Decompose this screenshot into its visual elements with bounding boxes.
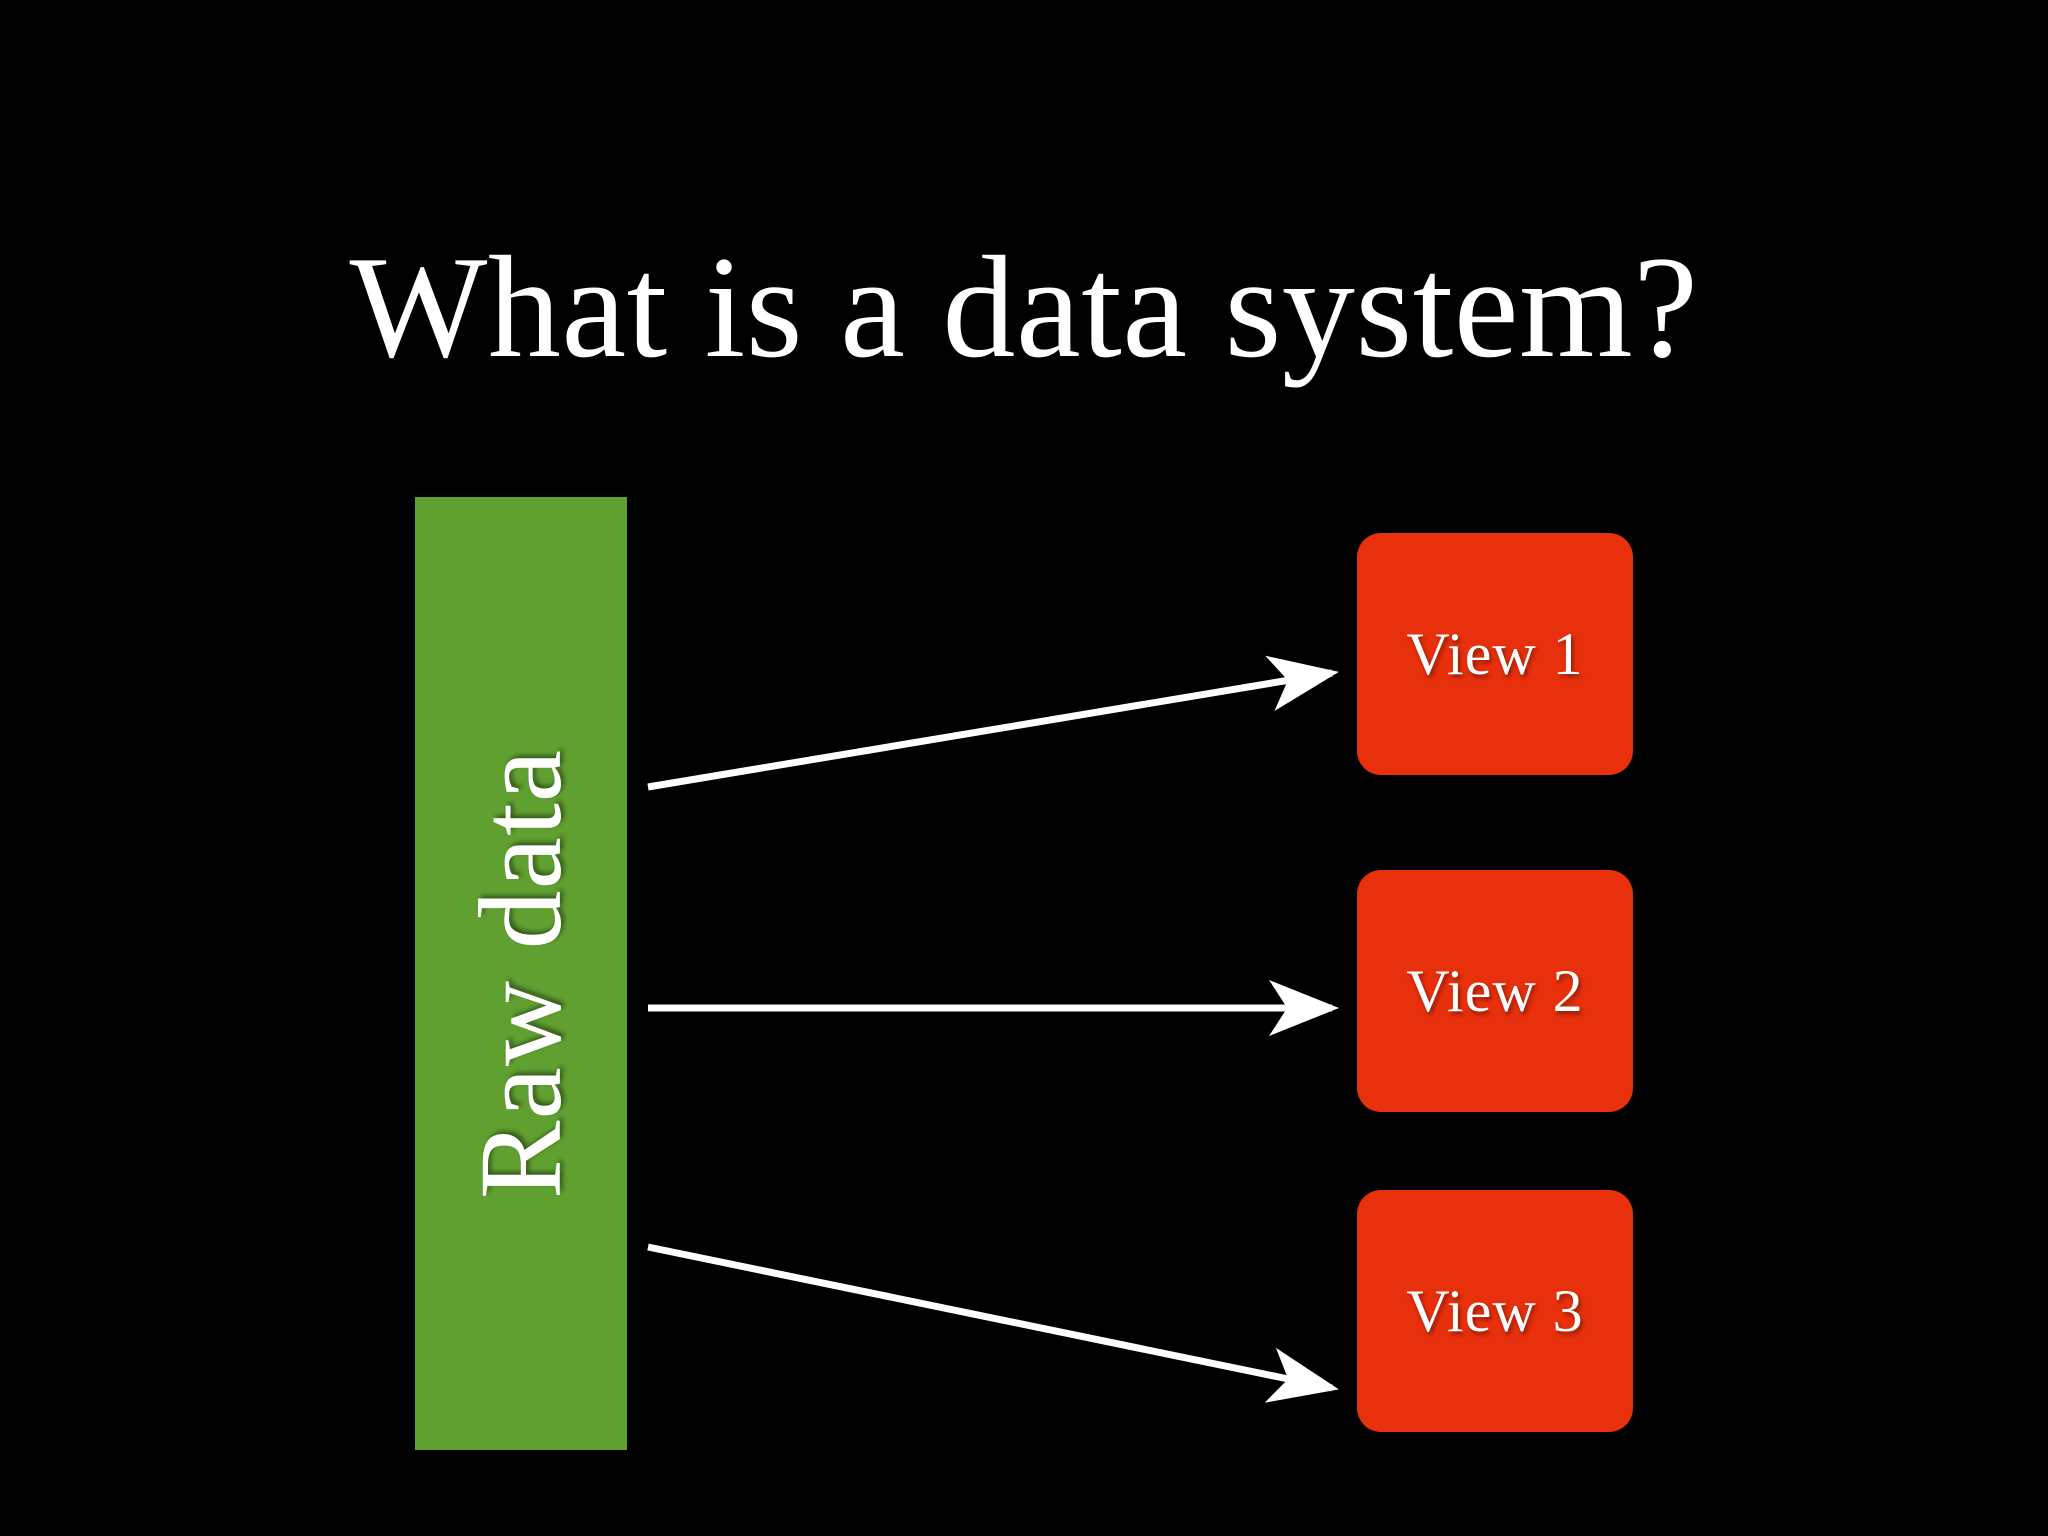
raw-data-label: Raw data bbox=[455, 748, 587, 1199]
view-box-3[interactable]: View 3 bbox=[1357, 1190, 1633, 1432]
raw-data-label-wrapper: Raw data bbox=[415, 497, 627, 1450]
view-box-label: View 3 bbox=[1406, 1278, 1584, 1344]
arrow-raw-data-to-view-3 bbox=[647, 1243, 1339, 1403]
view-box-1[interactable]: View 1 bbox=[1357, 533, 1633, 775]
page-title: What is a data system? bbox=[349, 225, 1699, 388]
raw-data-bar[interactable]: Raw data bbox=[415, 497, 627, 1450]
view-box-label: View 1 bbox=[1406, 621, 1584, 687]
view-box-2[interactable]: View 2 bbox=[1357, 870, 1633, 1112]
view-box-label: View 2 bbox=[1406, 958, 1584, 1024]
arrow-raw-data-to-view-1 bbox=[647, 655, 1339, 791]
